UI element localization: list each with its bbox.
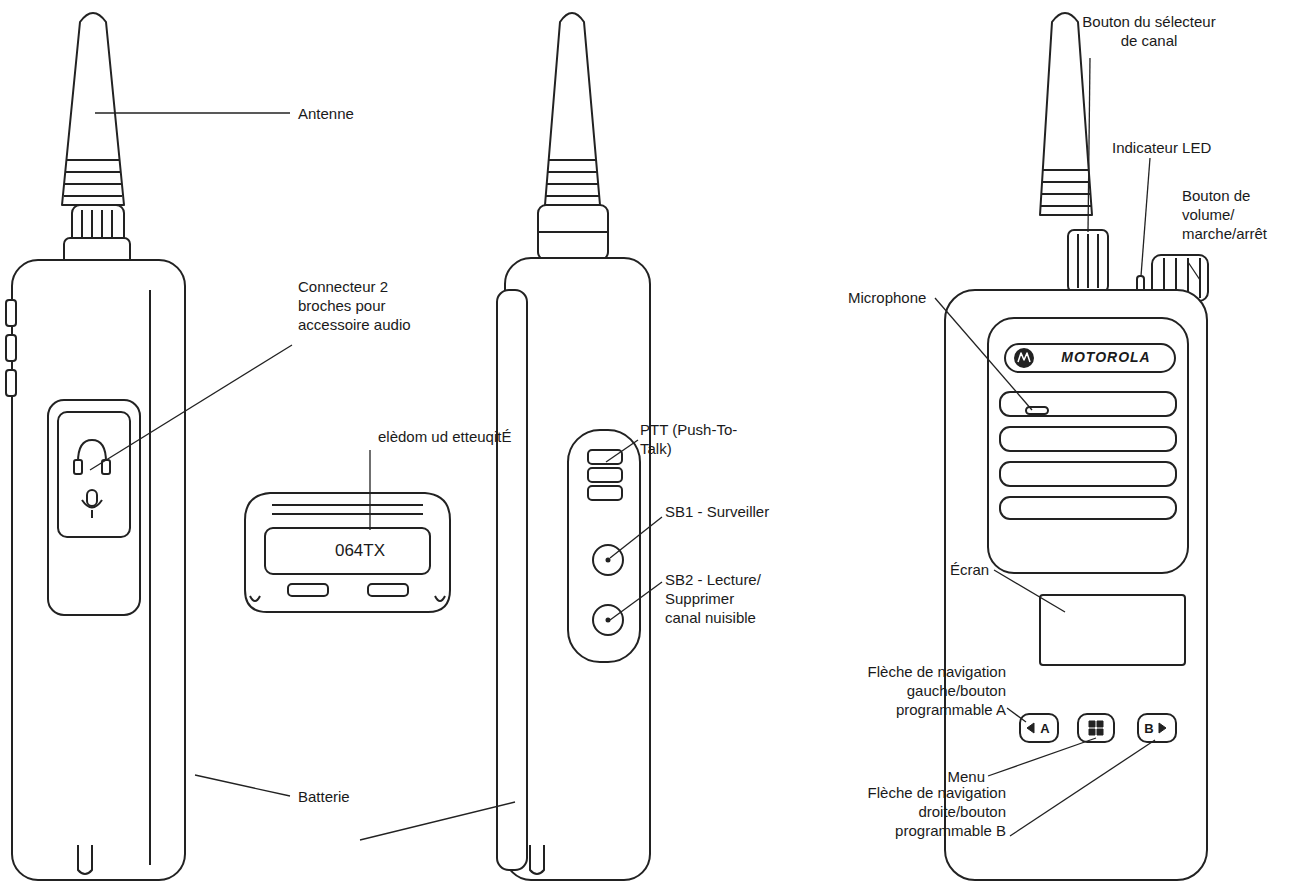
part-label: Flèche de navigation gauche/bouton progr… xyxy=(852,662,1006,719)
part-label: Écran xyxy=(950,560,1010,579)
part-label: elèdom ud etteuqitÉ xyxy=(378,427,578,446)
part-label: Connecteur 2 broches pour accessoire aud… xyxy=(298,277,428,334)
part-label: 064TX xyxy=(320,541,400,560)
part-label: SB2 - Lecture/ Supprimer canal nuisible xyxy=(665,570,771,627)
part-label: Bouton de volume/ marche/arrêt xyxy=(1182,186,1274,243)
button-letter: A xyxy=(1035,719,1055,738)
part-label: PTT (Push-To-Talk) xyxy=(640,420,752,458)
part-label: Bouton du sélecteur de canal xyxy=(1074,12,1224,50)
part-label: Indicateur LED xyxy=(1112,138,1242,157)
part-label: Microphone xyxy=(848,288,958,307)
side-view xyxy=(497,13,650,880)
part-label: Menu xyxy=(905,767,985,786)
part-label: SB1 - Surveiller xyxy=(665,502,865,521)
back-view xyxy=(6,13,185,880)
part-label: Batterie xyxy=(298,787,398,806)
part-label: Antenne xyxy=(298,104,438,123)
part-label: Flèche de navigation droite/bouton progr… xyxy=(852,783,1006,840)
leader-lines xyxy=(90,58,1200,840)
label-view xyxy=(245,493,450,612)
button-letter: B xyxy=(1139,719,1159,738)
brand-name: MOTOROLA xyxy=(1036,348,1176,367)
